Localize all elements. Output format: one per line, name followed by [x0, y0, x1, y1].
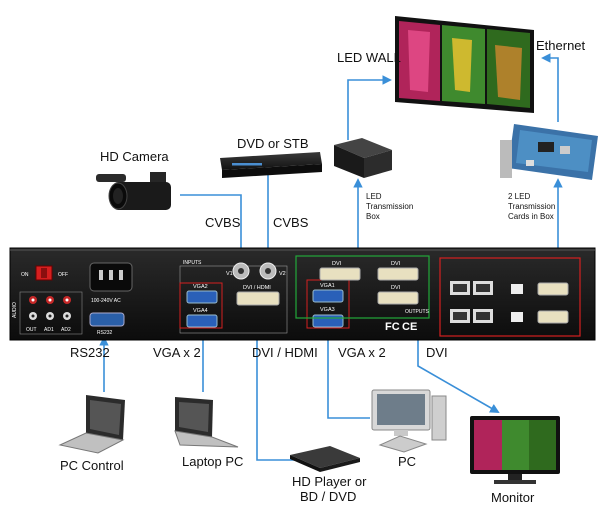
card-row-bottom[interactable]	[450, 309, 569, 324]
card-row-top[interactable]	[450, 281, 569, 296]
laptop-pc	[174, 397, 239, 448]
tx-cards-label-line2: Transmission	[508, 202, 555, 211]
arrow-tx-box-to-wall	[347, 75, 392, 140]
pc-control-laptop	[58, 395, 125, 454]
vga4-label: VGA4	[193, 308, 208, 314]
audio-ad1-label: AD1	[44, 327, 54, 333]
audio-jacks[interactable]	[29, 296, 71, 320]
dvd-stb-player	[220, 152, 322, 178]
cvbs-label-2: CVBS	[273, 215, 309, 230]
tx-box-label-line3: Box	[366, 212, 380, 221]
ethernet-label: Ethernet	[536, 38, 586, 53]
arrow-player-to-dvi-hdmi	[252, 298, 300, 461]
vga-x2-left-label: VGA x 2	[153, 345, 201, 360]
vga2-label: VGA2	[193, 284, 208, 290]
dvi-out-2-port[interactable]	[377, 267, 419, 281]
audio-label: AUDIO	[12, 302, 18, 318]
vga1-label: VGA1	[320, 283, 335, 289]
dvi-hdmi-label: DVI / HDMI	[252, 345, 318, 360]
hd-player	[290, 446, 360, 472]
vga-left-group	[179, 282, 223, 329]
monitor-label: Monitor	[491, 490, 535, 505]
pc-label: PC	[398, 454, 416, 469]
vga3-label: VGA3	[320, 307, 335, 313]
vga2-port[interactable]	[186, 290, 218, 304]
vga4-port[interactable]	[186, 314, 218, 328]
vga-x2-right-label: VGA x 2	[338, 345, 386, 360]
vga3-port[interactable]	[312, 314, 344, 328]
vga1-port[interactable]	[312, 289, 344, 303]
dvi-out-2-label: DVI	[391, 261, 401, 267]
power-rating: 100-240V AC	[91, 298, 121, 304]
on-label: ON	[21, 272, 29, 278]
rs232-port-label: RS232	[97, 330, 113, 336]
audio-out-label: OUT	[26, 327, 37, 333]
transmission-cards	[500, 124, 598, 180]
hd-player-label-line1: HD Player or	[292, 474, 367, 489]
tx-box-label-line2: Transmission	[366, 202, 413, 211]
led-wall-label: LED WALL	[337, 50, 401, 65]
rs232-port[interactable]	[89, 312, 125, 327]
rs232-label: RS232	[70, 345, 110, 360]
inputs-label: INPUTS	[183, 260, 202, 266]
audio-ad2-label: AD2	[61, 327, 71, 333]
fc-mark: FC	[385, 321, 400, 333]
arrow-cards-to-wall	[541, 53, 559, 122]
dvi-out-3-label: DVI	[391, 285, 401, 291]
arrow-pc-to-vga	[323, 326, 370, 419]
outputs-label: OUTPUTS	[405, 309, 430, 315]
processor-rear-panel: ON OFF 100-240V AC AUDIO OUT AD1 AD2 RS2…	[9, 247, 596, 341]
pc-control-label: PC Control	[60, 458, 124, 473]
monitor	[470, 416, 560, 484]
dvd-stb-label: DVD or STB	[237, 136, 309, 151]
hd-camera-label: HD Camera	[100, 149, 169, 164]
cvbs-label-1: CVBS	[205, 215, 241, 230]
dvi-hdmi-port-label: DVI / HDMI	[243, 285, 271, 291]
dvi-output-group	[295, 255, 430, 319]
led-transmission-box	[334, 138, 392, 178]
arrow-camera-to-cvbs	[180, 194, 246, 264]
tx-box-label-line1: LED	[366, 192, 382, 201]
card-output-group	[439, 257, 581, 337]
ce-mark: CE	[402, 321, 417, 333]
audio-block	[19, 291, 83, 335]
v2-label: V2	[279, 271, 286, 277]
tx-cards-label-line1: 2 LED	[508, 192, 530, 201]
desktop-pc	[371, 389, 447, 453]
laptop-pc-label: Laptop PC	[182, 454, 243, 469]
dvi-out-1-port[interactable]	[319, 267, 361, 281]
hd-player-label-line2: BD / DVD	[300, 489, 356, 504]
off-label: OFF	[58, 272, 68, 278]
dvi-hdmi-input-port[interactable]	[236, 291, 280, 306]
tx-cards-label-line3: Cards in Box	[508, 212, 554, 221]
dvi-out-3-port[interactable]	[377, 291, 419, 305]
v1-label: V1	[226, 271, 233, 277]
dvi-out-1-label: DVI	[332, 261, 342, 267]
dvi-label: DVI	[426, 345, 448, 360]
hd-camera	[96, 172, 171, 210]
led-wall	[395, 16, 534, 113]
